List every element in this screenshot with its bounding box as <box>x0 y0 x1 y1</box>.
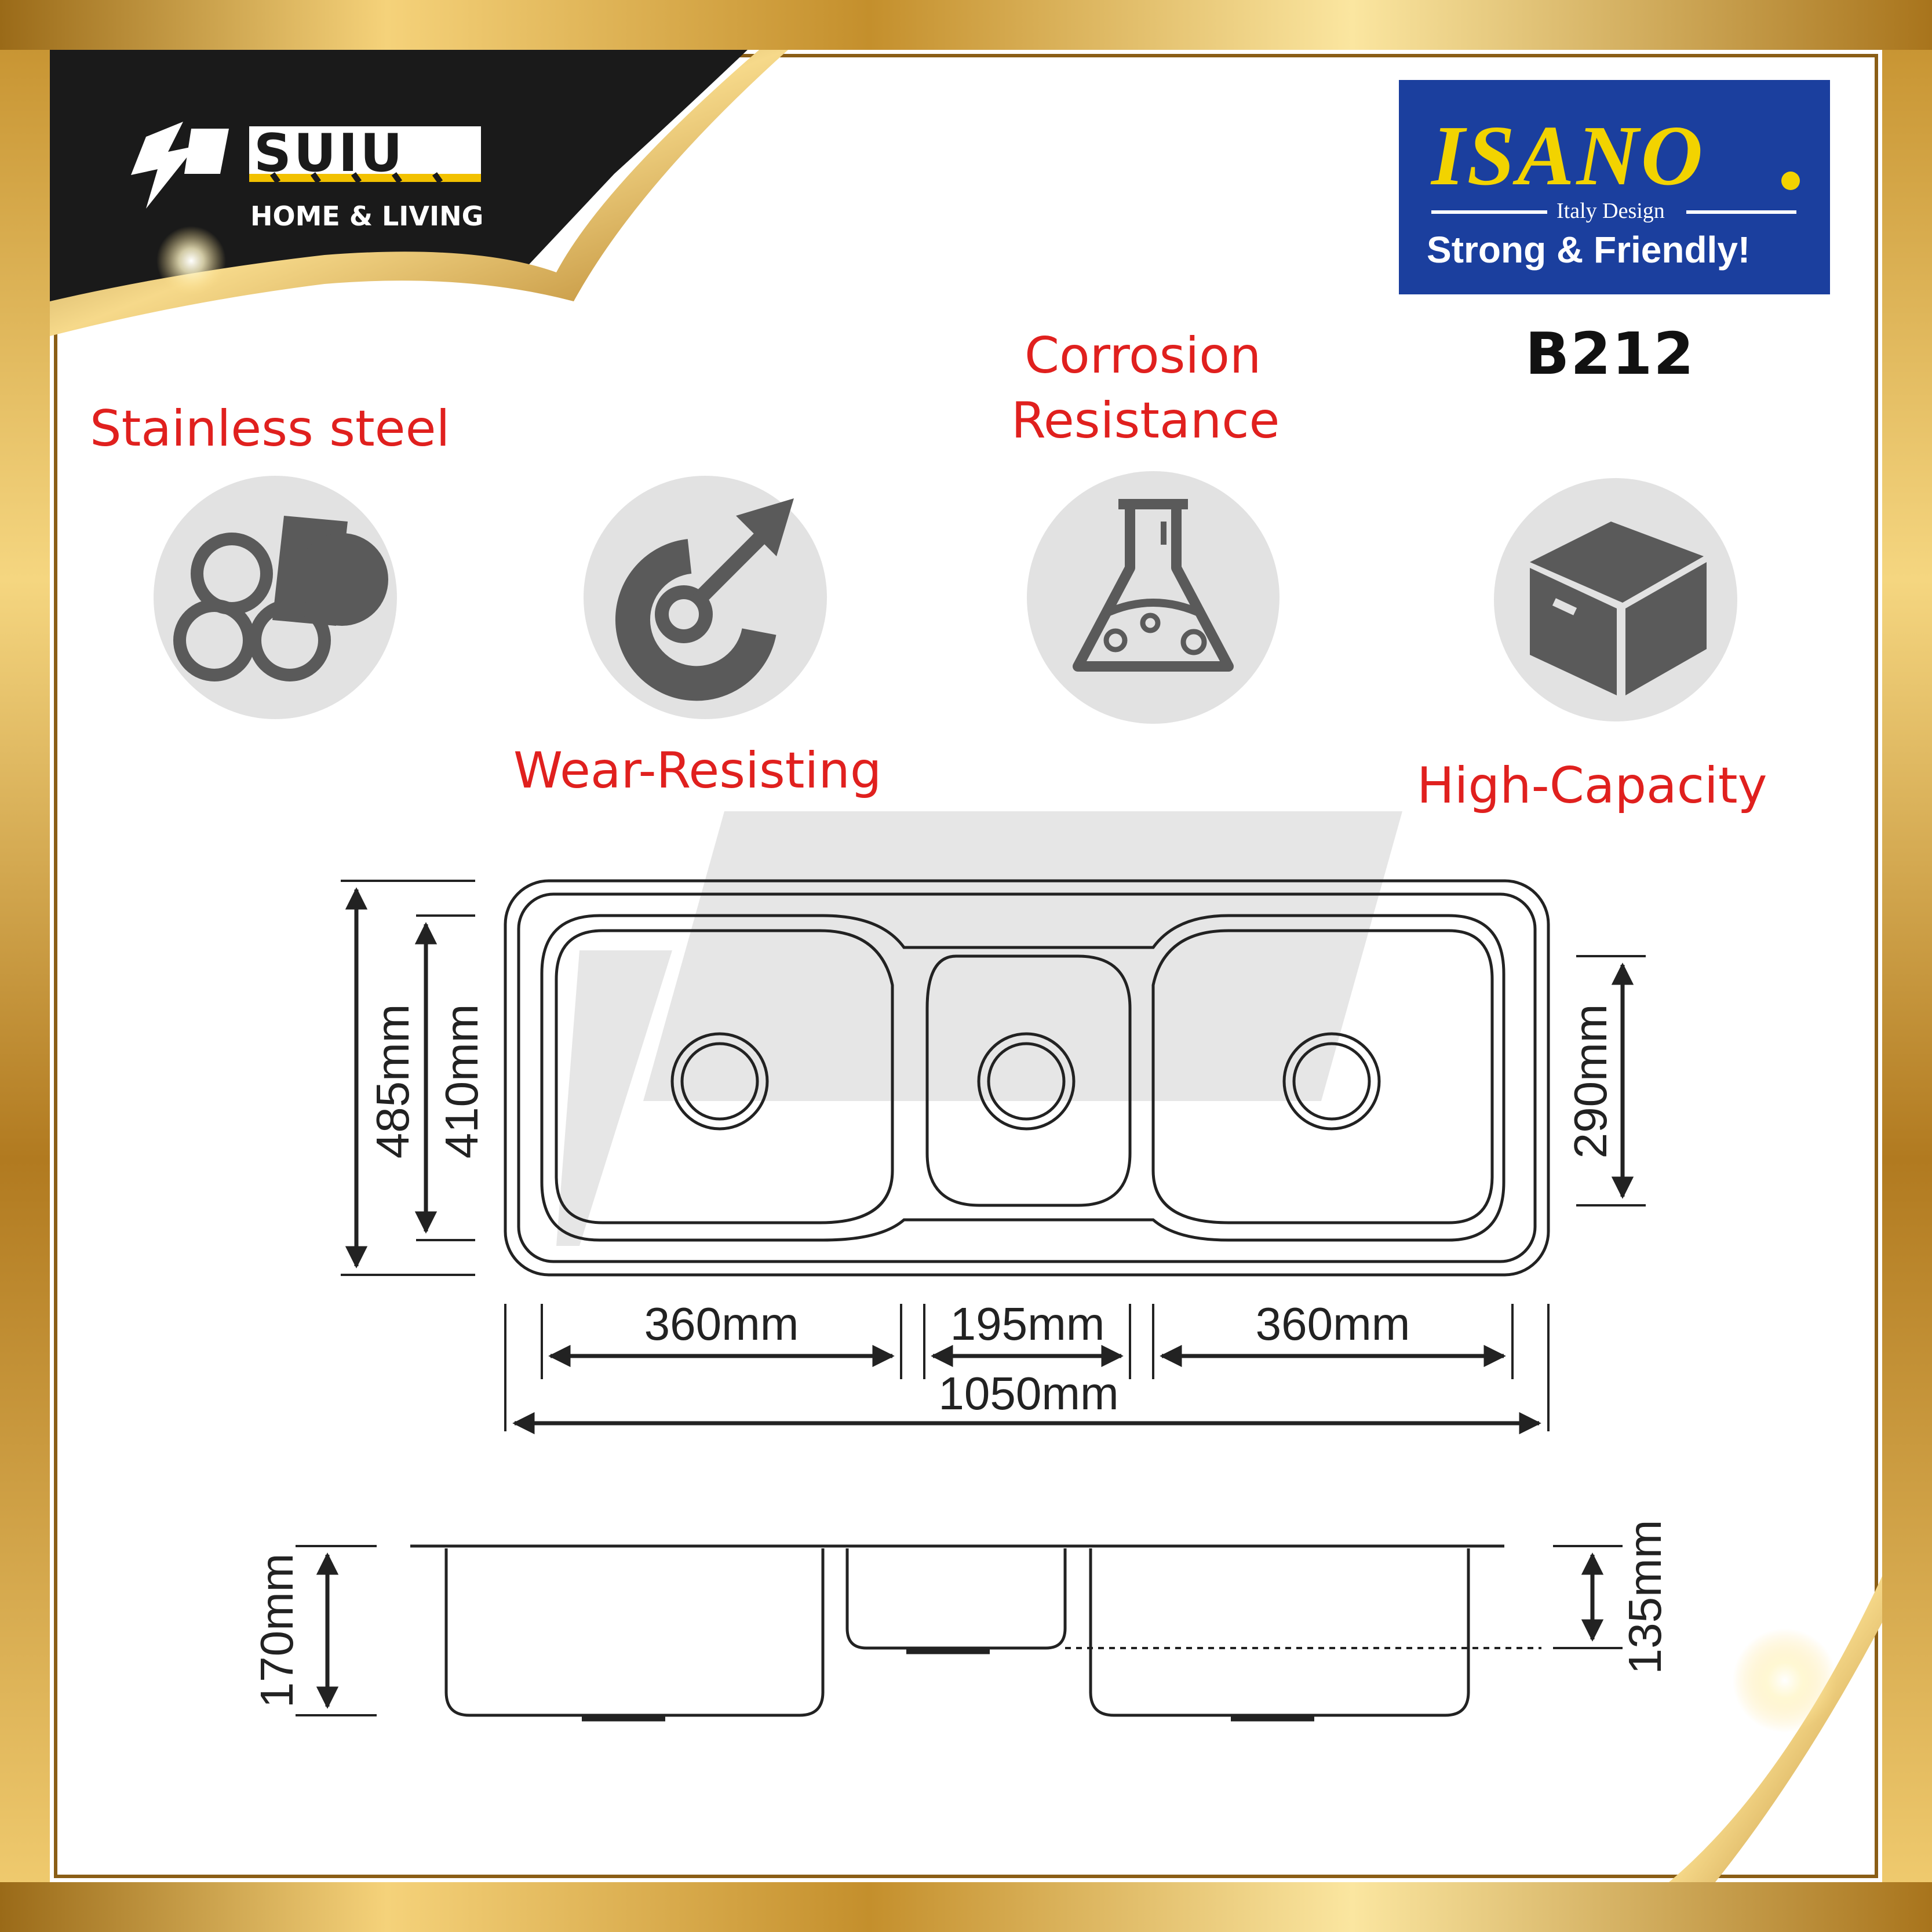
sink-side-view <box>410 1544 1541 1722</box>
dim-290mm: 290mm <box>1565 1004 1616 1159</box>
dimension-labels: 485mm 410mm 290mm 360mm 195mm 360mm 1050… <box>251 1004 1671 1708</box>
dim-195mm: 195mm <box>950 1298 1105 1350</box>
suiu-tagline: HOME & LIVING <box>250 201 484 232</box>
feature-corrosion-line1: Corrosion <box>1025 327 1262 385</box>
suiu-logo <box>131 122 481 209</box>
stainless-steel-icon <box>154 476 397 719</box>
dim-485mm: 485mm <box>367 1004 418 1159</box>
feature-corrosion-line2: Resistance <box>1011 392 1280 450</box>
dimension-arrows <box>316 887 1634 1709</box>
dim-1050mm: 1050mm <box>938 1368 1118 1419</box>
extension-lines <box>296 880 1646 1716</box>
feature-stainless-steel: Stainless steel <box>90 400 450 458</box>
feature-wear-resisting: Wear-Resisting <box>513 742 882 800</box>
dim-135mm: 135mm <box>1619 1520 1671 1675</box>
model-number: B212 <box>1525 320 1695 388</box>
wear-resisting-icon <box>584 476 827 719</box>
dim-360mm-right: 360mm <box>1256 1298 1410 1350</box>
dim-360mm-left: 360mm <box>644 1298 799 1350</box>
isano-wordmark: ISANO <box>1431 108 1705 203</box>
isano-logo <box>1399 80 1830 294</box>
high-capacity-box-icon <box>1494 478 1737 721</box>
corner-swoosh <box>1669 1576 1882 1882</box>
isano-slogan: Strong & Friendly! <box>1427 229 1751 271</box>
corrosion-resistance-flask-icon <box>1027 471 1280 724</box>
isano-subtitle: Italy Design <box>1556 199 1665 223</box>
dim-170mm: 170mm <box>251 1554 302 1708</box>
suiu-wordmark: SUIU <box>254 123 405 184</box>
sink-top-view <box>504 879 1550 1277</box>
dim-410mm: 410mm <box>436 1004 487 1159</box>
feature-high-capacity: High-Capacity <box>1417 757 1767 815</box>
